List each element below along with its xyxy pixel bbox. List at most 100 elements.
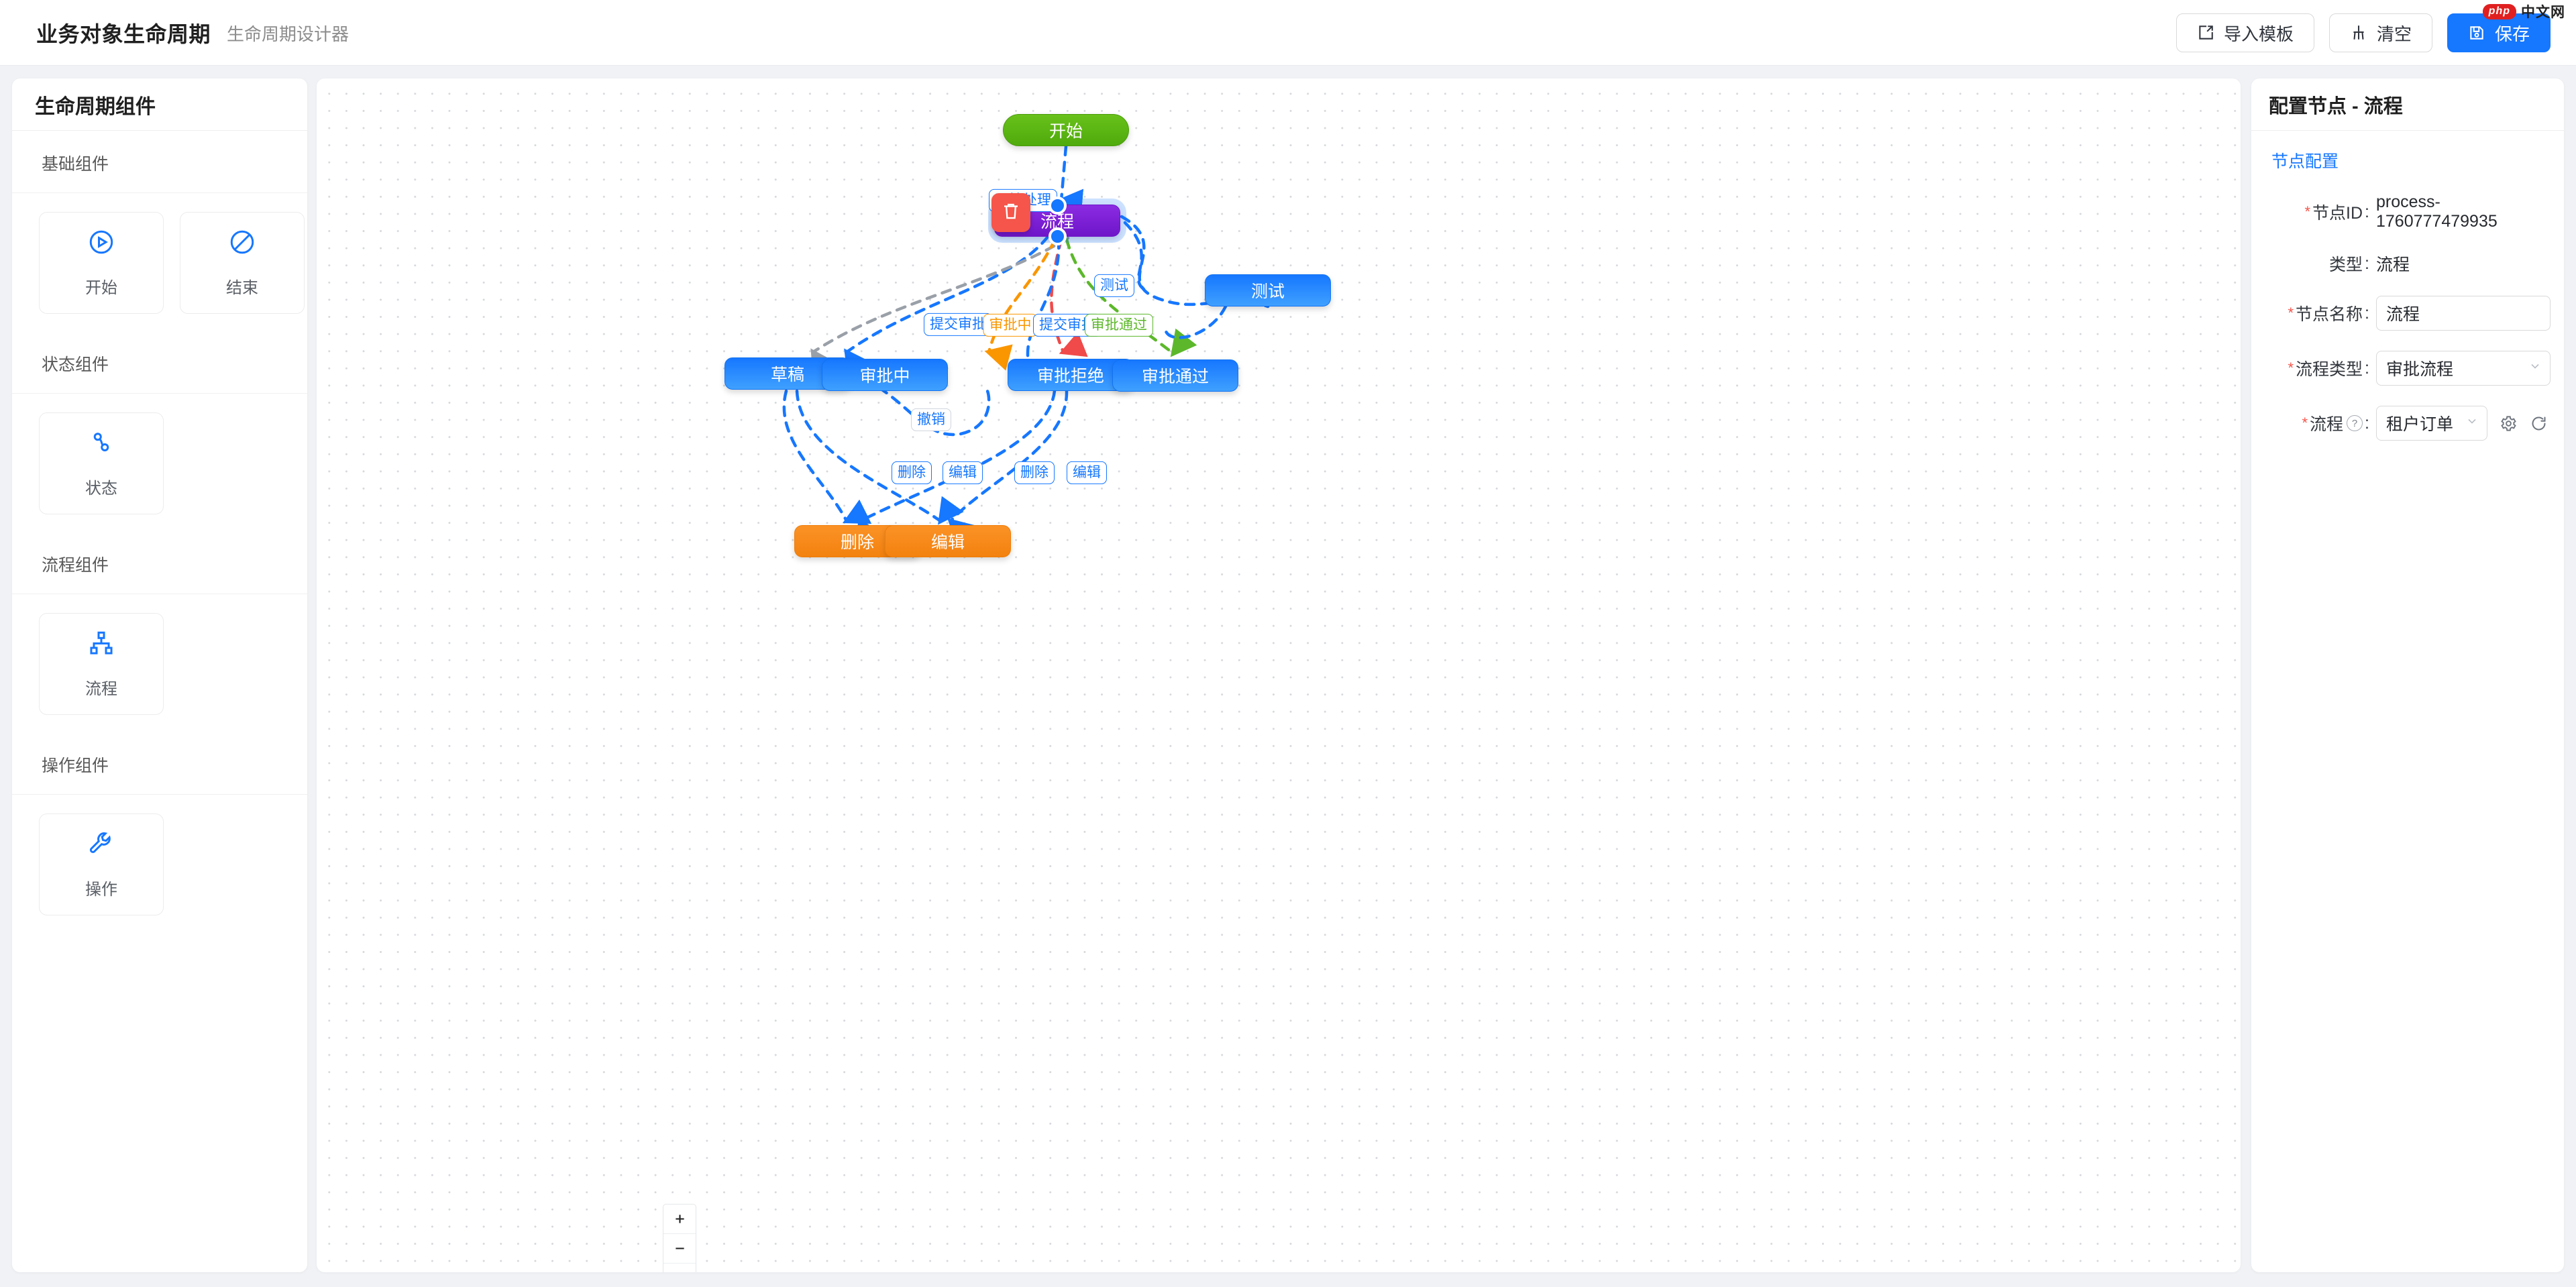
edge-label[interactable]: 撤销 (911, 408, 951, 432)
flow-select[interactable]: 租户订单 (2376, 406, 2487, 441)
wrench-icon (87, 830, 115, 861)
import-icon (2197, 24, 2214, 42)
graph-node-label: 删除 (840, 533, 874, 552)
clear-label: 清空 (2376, 23, 2412, 44)
field-node-name: * 节点名称: 流程 (2251, 296, 2564, 331)
palette-item-start[interactable]: 开始 (39, 212, 164, 314)
broom-icon (2350, 24, 2367, 42)
play-circle-icon (87, 228, 115, 260)
palette-item-end[interactable]: 结束 (180, 212, 305, 314)
palette-row-state: 状态 (12, 394, 307, 532)
zoom-in-button[interactable] (663, 1205, 696, 1234)
sitemap-icon (87, 629, 115, 661)
settings-gear-icon[interactable] (2500, 414, 2518, 433)
save-icon (2468, 24, 2485, 42)
fit-view-button[interactable] (663, 1264, 696, 1272)
edge-label[interactable]: 测试 (1094, 274, 1134, 298)
node-name-input[interactable]: 流程 (2376, 296, 2551, 331)
field-node-id: * 节点ID: process-1760777479935 (2251, 192, 2564, 231)
edge-label[interactable]: 编辑 (943, 461, 983, 485)
graph-node-approve[interactable]: 审批通过 (1112, 359, 1238, 392)
graph-node-label: 编辑 (930, 533, 965, 552)
graph-node-label: 审批中 (859, 367, 910, 386)
import-template-label: 导入模板 (2223, 23, 2294, 44)
chevron-down-icon (2528, 359, 2542, 377)
palette-group-label-process: 流程组件 (12, 532, 307, 594)
field-flow-label: * 流程 ?: (2302, 413, 2369, 435)
zoom-out-button[interactable] (663, 1234, 696, 1264)
graph-node-test[interactable]: 测试 (1205, 274, 1331, 306)
field-node-name-label: * 节点名称: (2288, 303, 2369, 325)
header-actions: 导入模板 清空 保存 (2176, 0, 2551, 66)
chevron-down-icon (2465, 414, 2479, 432)
config-panel-title: 配置节点 - 流程 (2251, 78, 2564, 131)
refresh-icon[interactable] (2530, 414, 2548, 433)
palette-group-label-action: 操作组件 (12, 732, 307, 795)
graph-node-label: 审批拒绝 (1036, 367, 1104, 386)
save-button[interactable]: 保存 (2447, 13, 2551, 52)
save-label: 保存 (2494, 23, 2530, 44)
palette-item-process[interactable]: 流程 (39, 613, 164, 715)
graph-node-label: 草稿 (770, 366, 804, 384)
component-palette-panel: 生命周期组件 基础组件 开始 结束 状态组件 (12, 78, 307, 1272)
edge-label[interactable]: 编辑 (1067, 461, 1107, 485)
palette-item-state-label: 状态 (85, 480, 117, 498)
help-question-icon[interactable]: ? (2347, 415, 2363, 431)
graph-node-pending[interactable]: 审批中 (822, 359, 948, 391)
graph-node-label: 测试 (1250, 282, 1285, 301)
canvas-zoom-toolbar (663, 1204, 696, 1272)
palette-item-action[interactable]: 操作 (39, 814, 164, 915)
palette-item-state[interactable]: 状态 (39, 412, 164, 514)
palette-item-action-label: 操作 (85, 881, 117, 899)
palette-item-process-label: 流程 (85, 680, 117, 698)
edge-label[interactable]: 删除 (892, 461, 932, 485)
stop-circle-icon (228, 228, 256, 260)
edge-layer (782, 144, 1270, 547)
graph-node-edit[interactable]: 编辑 (885, 525, 1011, 557)
edge-label[interactable]: 审批通过 (1085, 313, 1153, 337)
node-config-panel: 配置节点 - 流程 节点配置 * 节点ID: process-176077747… (2251, 78, 2564, 1272)
site-watermark: php 中文网 (2482, 1, 2565, 21)
page-subtitle: 生命周期设计器 (227, 23, 350, 44)
watermark-badge: php (2482, 3, 2516, 19)
field-flow-type: * 流程类型: 审批流程 (2251, 351, 2564, 386)
node-config-link[interactable]: 节点配置 (2271, 152, 2339, 171)
graph-node-label: 审批通过 (1141, 368, 1209, 386)
state-node-icon (87, 429, 115, 460)
edge-label[interactable]: 审批中 (983, 313, 1038, 337)
required-asterisk: * (2302, 414, 2308, 431)
flow-value: 租户订单 (2386, 415, 2454, 434)
node-port-bottom[interactable] (1048, 227, 1067, 245)
field-node-id-label: * 节点ID: (2304, 202, 2369, 223)
app-header: 业务对象生命周期 生命周期设计器 导入模板 清空 (0, 0, 2576, 66)
flow-type-select[interactable]: 审批流程 (2376, 351, 2551, 386)
clear-button[interactable]: 清空 (2328, 13, 2432, 52)
field-node-type-label: 类型: (2329, 254, 2369, 275)
field-node-type-value: 流程 (2376, 256, 2410, 274)
edge-label[interactable]: 提交审批 (924, 313, 992, 337)
edge-delete-button[interactable] (991, 193, 1030, 232)
required-asterisk: * (2288, 304, 2294, 321)
trash-icon (1001, 201, 1021, 225)
field-node-id-value: process-1760777479935 (2376, 192, 2498, 231)
field-flow-type-label: * 流程类型: (2288, 358, 2369, 380)
edge-label[interactable]: 删除 (1014, 461, 1055, 485)
palette-group-label-basic: 基础组件 (12, 131, 307, 193)
graph-node-label: 开始 (1049, 122, 1083, 141)
palette-row-action: 操作 (12, 795, 307, 933)
palette-row-process: 流程 (12, 594, 307, 732)
palette-row-basic: 开始 结束 (12, 193, 307, 331)
palette-item-start-label: 开始 (85, 279, 117, 297)
palette-item-end-label: 结束 (226, 279, 258, 297)
flow-type-value: 审批流程 (2386, 360, 2454, 379)
field-flow: * 流程 ?: 租户订单 (2251, 406, 2564, 441)
import-template-button[interactable]: 导入模板 (2176, 13, 2314, 52)
graph-node-start[interactable]: 开始 (1003, 114, 1129, 146)
palette-group-label-state: 状态组件 (12, 331, 307, 394)
watermark-text: 中文网 (2521, 5, 2565, 20)
required-asterisk: * (2304, 203, 2311, 220)
field-node-type: 类型: 流程 (2251, 251, 2564, 276)
node-port-top[interactable] (1048, 196, 1067, 215)
header-left: 业务对象生命周期 生命周期设计器 (36, 0, 349, 66)
